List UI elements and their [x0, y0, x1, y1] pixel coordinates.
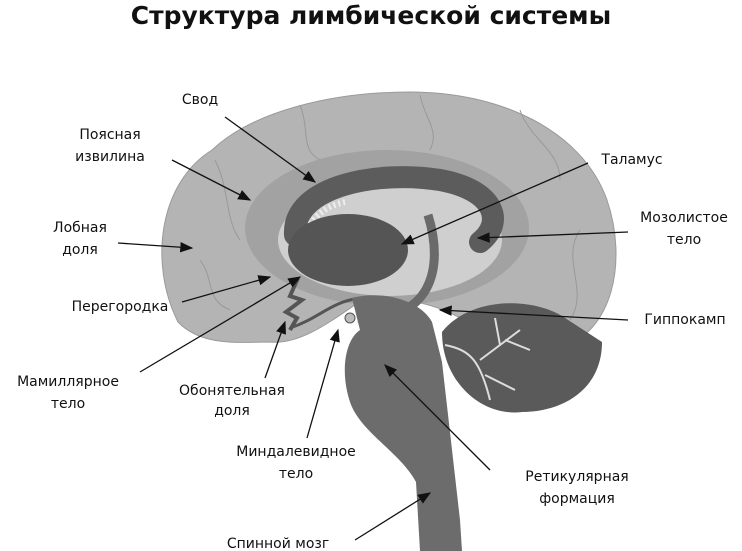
label-cingulate-line2: извилина [75, 149, 145, 165]
corpus-callosum [284, 166, 504, 253]
label-reticular-line1: Ретикулярная [525, 469, 629, 485]
brainstem [344, 295, 462, 551]
label-callosum-line1: Мозолистое [640, 210, 728, 226]
cerebellum [442, 303, 602, 413]
label-callosum-line2: тело [666, 232, 702, 248]
mammillary-body [344, 312, 356, 324]
label-frontal-line2: доля [62, 242, 98, 258]
label-olfactory-line1: Обонятельная [179, 383, 285, 399]
label-hippocampus: Гиппокамп [644, 312, 726, 328]
label-fornix: Свод [181, 92, 219, 108]
label-frontal-line1: Лобная [53, 220, 107, 236]
label-thalamus: Таламус [601, 152, 663, 168]
septum [282, 277, 307, 332]
label-mammillary-line2: тело [50, 396, 86, 412]
gyri-lines [199, 94, 581, 321]
diagram-title: Структура лимбической системы [130, 1, 612, 30]
label-cingulate-line1: Поясная [79, 127, 141, 143]
arrows [117, 116, 629, 541]
thalamus [288, 214, 408, 286]
label-olfactory-line2: доля [214, 403, 250, 419]
label-amygdala-line1: Миндалевидное [236, 444, 356, 460]
cerebellum-branches [444, 317, 531, 401]
label-septum: Перегородка [71, 299, 169, 315]
label-amygdala-line2: тело [278, 466, 314, 482]
label-reticular-line2: формация [539, 491, 615, 507]
olfactory-line [289, 296, 361, 330]
label-spinal-cord: Спинной мозг [226, 536, 330, 551]
label-mammillary-line1: Мамиллярное [17, 374, 119, 390]
